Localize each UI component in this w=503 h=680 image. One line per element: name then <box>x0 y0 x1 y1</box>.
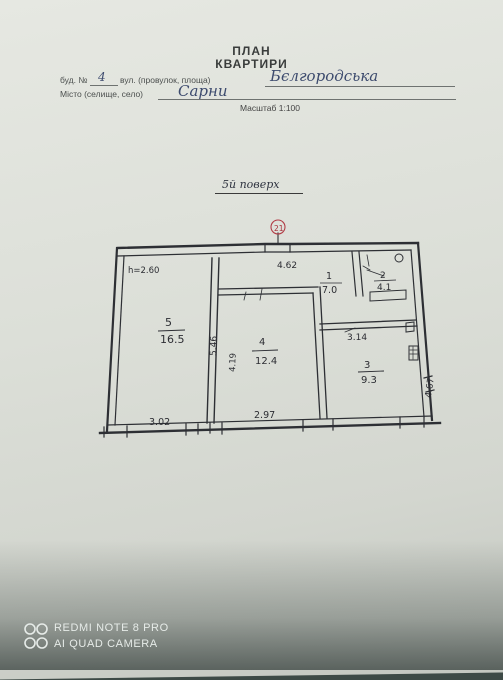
partition-3-top <box>319 319 418 331</box>
watermark-line2: AI QUAD CAMERA <box>54 638 158 650</box>
room-1-number: 1 <box>326 271 332 282</box>
wall-middle-label: 4.19 <box>228 353 239 372</box>
room-3-area: 9.3 <box>361 375 377 386</box>
floor-underline <box>215 193 303 194</box>
bottom-left-label: 3.02 <box>149 417 170 428</box>
height-label: h=2.60 <box>128 266 159 276</box>
town-underline <box>158 99 456 100</box>
room-4-number: 4 <box>259 337 265 348</box>
street-value: Бєлгородська <box>270 67 379 85</box>
room-5-area: 16.5 <box>160 333 185 346</box>
bottom-inner-wall <box>107 415 433 426</box>
scale-label: Масштаб 1:100 <box>240 103 300 113</box>
middle-right-label: 3.14 <box>347 333 367 343</box>
room-2-number: 2 <box>380 271 386 281</box>
room-4-area: 12.4 <box>255 356 277 367</box>
street-label: вул. (провулок, площа) <box>120 75 211 85</box>
partition-1-2 <box>351 251 364 297</box>
right-wall-label: 4.67 <box>424 377 437 398</box>
axis-marker-text: 21 <box>274 224 284 233</box>
left-inner-wall <box>114 255 125 426</box>
meter-icon <box>408 345 419 361</box>
building-underline <box>90 85 118 86</box>
town-label: Місто (селище, село) <box>60 89 143 99</box>
plan-subtitle: КВАРТИРИ <box>215 57 288 71</box>
room-3-number: 3 <box>364 360 370 371</box>
bottom-outer-wall <box>98 421 442 435</box>
wall-left-label: 5.46 <box>209 335 220 356</box>
partition-4-right <box>312 286 328 419</box>
room-5-number: 5 <box>165 316 172 329</box>
right-inner-wall <box>410 249 425 418</box>
left-outer-wall <box>105 246 119 433</box>
overall-width-label: 4.62 <box>277 261 297 271</box>
sink-icon <box>405 321 415 333</box>
room-1-area: 7.0 <box>322 285 337 296</box>
building-number: 4 <box>98 70 106 84</box>
partition-4-top <box>218 286 319 296</box>
axis-marker-circle <box>270 219 286 235</box>
top-inner-wall <box>117 249 412 257</box>
watermark-line1: REDMI NOTE 8 PRO <box>54 622 169 634</box>
bath-tub <box>369 289 407 302</box>
floor-label: 5й поверх <box>222 178 280 191</box>
bottom-middle-label: 2.97 <box>254 410 275 421</box>
top-outer-wall <box>116 241 420 250</box>
building-label: буд. № <box>60 75 88 85</box>
camera-logo-icon <box>24 623 48 649</box>
street-underline <box>265 86 455 87</box>
room-2-area: 4.1 <box>377 283 391 293</box>
toilet-icon <box>394 253 404 263</box>
town-value: Сарни <box>178 82 228 100</box>
plan-title: ПЛАН <box>232 44 271 58</box>
partition-5-4 <box>206 257 220 424</box>
